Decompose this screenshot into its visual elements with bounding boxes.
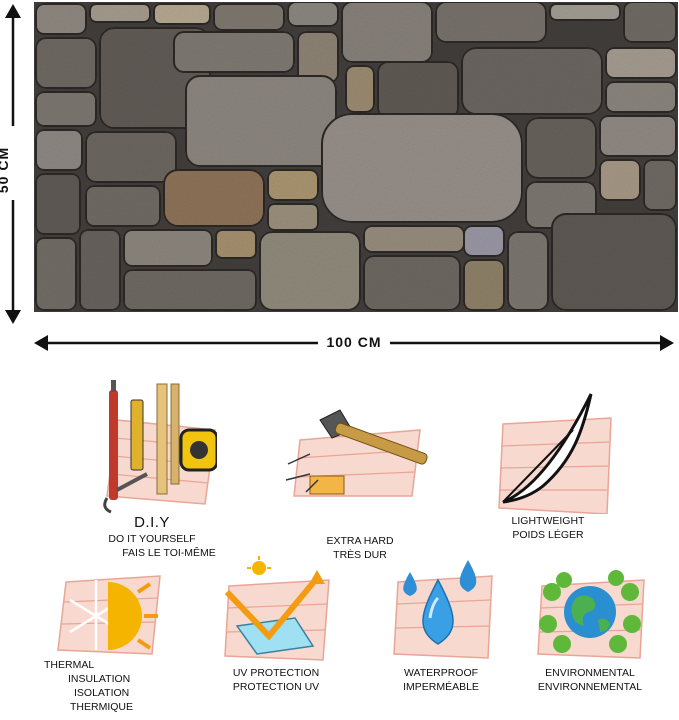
feather-icon bbox=[483, 390, 613, 515]
diy-line2: FAIS LE TOI-MÊME bbox=[122, 547, 216, 559]
hammer-icon bbox=[280, 400, 440, 500]
stone-panel-image bbox=[34, 2, 678, 312]
feature-environmental: ENVIRONMENTAL ENVIRONNEMENTAL bbox=[520, 562, 660, 694]
uv-line1: UV PROTECTION bbox=[232, 667, 320, 679]
water-line2: IMPERMÉABLE bbox=[403, 681, 479, 693]
feature-diy: D.I.Y DO IT YOURSELF FAIS LE TOI-MÊME bbox=[78, 380, 226, 560]
diy-line1: DO IT YOURSELF bbox=[108, 533, 196, 545]
water-drops-icon bbox=[388, 558, 494, 666]
feature-lightweight: LIGHTWEIGHT POIDS LÉGER bbox=[478, 390, 618, 542]
height-label: 50 CM bbox=[0, 146, 12, 194]
uv-line2: PROTECTION UV bbox=[232, 681, 320, 693]
height-dimension: 50 CM bbox=[0, 0, 30, 330]
feature-thermal: THERMAL INSULATION ISOLATION THERMIQUE bbox=[40, 562, 170, 714]
globe-leaves-icon bbox=[532, 562, 648, 666]
hard-line1: EXTRA HARD bbox=[326, 535, 394, 547]
sun-snowflake-icon bbox=[48, 562, 162, 658]
light-line2: POIDS LÉGER bbox=[512, 529, 584, 541]
width-dimension: 100 CM bbox=[30, 332, 678, 354]
hard-line2: TRÈS DUR bbox=[333, 549, 387, 561]
eco-line2: ENVIRONNEMENTAL bbox=[537, 681, 643, 693]
width-label: 100 CM bbox=[30, 334, 678, 350]
feature-uv: UV PROTECTION PROTECTION UV bbox=[212, 556, 340, 694]
uv-shield-icon bbox=[217, 556, 335, 666]
water-line1: WATERPROOF bbox=[403, 667, 479, 679]
thermal-line4: THERMIQUE bbox=[70, 701, 133, 713]
eco-line1: ENVIRONMENTAL bbox=[545, 667, 635, 679]
thermal-line2: INSULATION bbox=[68, 673, 131, 685]
height-arrow bbox=[3, 4, 23, 324]
thermal-line3: ISOLATION bbox=[74, 687, 130, 699]
stone-wall-picture bbox=[34, 2, 678, 312]
feature-waterproof: WATERPROOF IMPERMÉABLE bbox=[386, 558, 496, 694]
tools-icon bbox=[87, 380, 219, 514]
light-line1: LIGHTWEIGHT bbox=[511, 515, 585, 527]
thermal-line1: THERMAL bbox=[44, 659, 95, 671]
feature-extra-hard: EXTRA HARD TRÈS DUR bbox=[280, 400, 440, 562]
diy-title: D.I.Y bbox=[134, 514, 170, 531]
